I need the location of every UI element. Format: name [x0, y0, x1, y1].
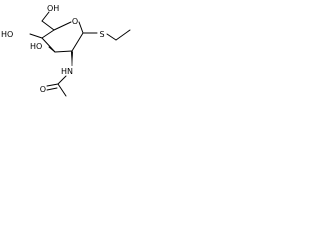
bond-c2-c3	[54, 50, 73, 53]
bond-c1-c2	[71, 32, 84, 52]
label-ho-mid: HO	[30, 42, 42, 51]
label-ho-left: HO	[1, 30, 13, 39]
wedge-bond-c2-n	[70, 51, 74, 67]
bond-n-carbonyl	[57, 75, 67, 85]
label-carbonyl-oxygen: O	[40, 85, 46, 94]
bond-carbonyl-o	[46, 83, 59, 87]
bond-ch2-ch3	[115, 29, 131, 41]
bond-c5-c6	[41, 20, 55, 31]
bond-s-ch2	[106, 33, 117, 41]
label-oh-top: OH	[47, 4, 59, 13]
bond-c4-o4	[29, 33, 43, 39]
molecule-structure: OH O HO HO S HN O	[1, 4, 131, 97]
bond-c4-c5	[41, 29, 55, 39]
label-hn: HN	[61, 67, 73, 76]
bond-c3-o3	[48, 46, 56, 53]
bond-c5-o5	[53, 21, 72, 31]
bond-o5-c1	[78, 21, 84, 34]
bond-carbonyl-o-double	[46, 87, 58, 91]
label-sulfur: S	[99, 30, 104, 39]
label-ring-oxygen: O	[72, 17, 78, 26]
bond-carbonyl-methyl	[57, 83, 67, 97]
bond-c6-o6	[41, 11, 50, 22]
